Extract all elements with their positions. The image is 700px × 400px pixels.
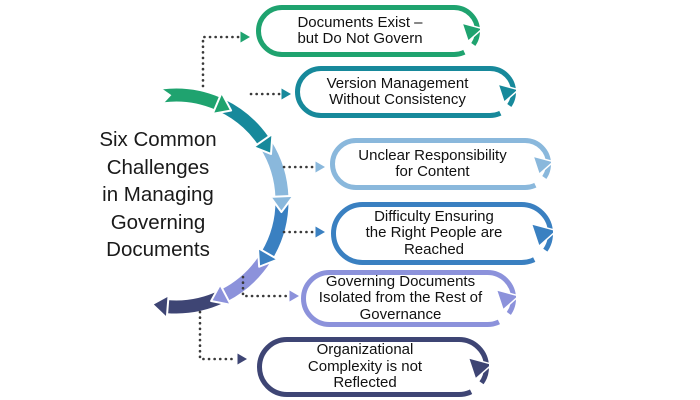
challenge-box-3: Unclear Responsibility for Content: [330, 138, 551, 190]
pill-arrow-shape-6: [257, 337, 489, 397]
outline-gap: [496, 310, 513, 326]
pill-arrow-shape-4: [331, 202, 553, 265]
outline-gap: [462, 41, 477, 56]
pill-arrowhead: [497, 83, 516, 104]
outline-gap: [533, 174, 548, 189]
dotted-connector-6: [198, 310, 239, 361]
connector-arrowhead-1: [240, 31, 250, 43]
challenge-label-4: Difficulty Ensuring the Right People are…: [365, 207, 503, 258]
arc-arrowhead-6: [151, 294, 170, 320]
challenge-label-5: Governing Documents Isolated from the Re…: [318, 272, 483, 323]
connector-arrowhead-6: [237, 353, 247, 365]
arc-arrowhead-4: [256, 247, 279, 268]
challenge-box-2: Version Management Without Consistency: [295, 66, 516, 118]
challenge-box-1: Documents Exist – but Do Not Govern: [256, 5, 480, 57]
challenge-label-6: Organizational Complexity is not Reflect…: [307, 341, 423, 392]
challenge-box-5: Governing Documents Isolated from the Re…: [301, 270, 516, 327]
arc-arrowhead-1: [211, 91, 233, 115]
outline-gap: [532, 247, 549, 264]
dotted-connector-1: [201, 35, 242, 88]
pill-arrow-shape-1: [256, 5, 480, 57]
arc-arrowhead-3: [269, 194, 295, 214]
challenge-box-4: Difficulty Ensuring the Right People are…: [331, 202, 553, 265]
arc-tail-notch: [160, 87, 172, 105]
pill-arrow-shape-5: [301, 270, 516, 327]
dotted-connector-5: [241, 275, 291, 298]
diagram-title: Six Common Challenges in Managing Govern…: [99, 128, 217, 261]
connector-arrowhead-3: [315, 161, 325, 173]
pill-arrowhead: [467, 357, 489, 380]
challenge-label-1: Documents Exist – but Do Not Govern: [297, 13, 423, 47]
pill-arrow-shape-3: [330, 138, 551, 190]
pill-arrowhead: [530, 223, 553, 248]
pill-arrowhead: [461, 22, 480, 43]
outline-gap: [469, 380, 485, 396]
connector-arrowhead-5: [289, 290, 299, 302]
arc-arrowhead-2: [252, 132, 274, 155]
pill-arrowhead: [495, 289, 516, 311]
connector-arrowhead-2: [281, 88, 291, 100]
connector-arrowhead-4: [315, 226, 325, 238]
pill-arrowhead: [532, 155, 551, 176]
pill-arrow-shape-2: [295, 66, 516, 118]
challenge-label-2: Version Management Without Consistency: [326, 74, 469, 108]
challenge-label-3: Unclear Responsibility for Content: [358, 146, 507, 180]
outline-gap: [498, 102, 513, 117]
arc-segment-1: [162, 88, 221, 110]
arc-arrowhead-5: [210, 283, 232, 306]
challenge-box-6: Organizational Complexity is not Reflect…: [257, 337, 489, 397]
